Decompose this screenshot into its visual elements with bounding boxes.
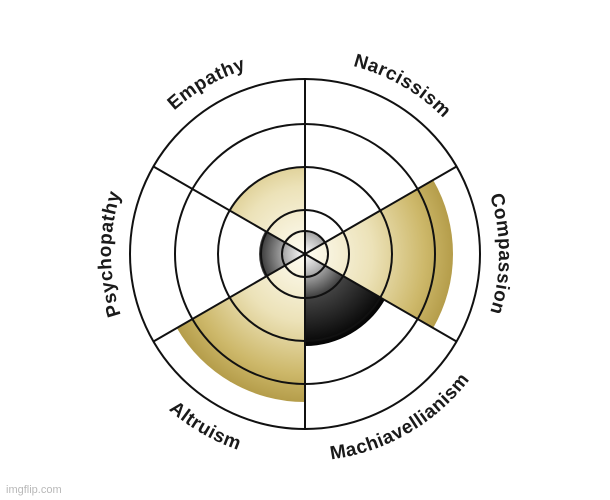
watermark: imgflip.com (6, 484, 62, 496)
divider-line-3 (152, 165, 458, 343)
axis-label-altruism: Altruism (165, 397, 244, 454)
axis-label-empathy: Empathy (164, 54, 248, 115)
sector-fills (176, 167, 453, 403)
axis-label-psychopathy: Psychopathy (95, 188, 126, 319)
axis-label-compassion: Compassion (485, 191, 515, 317)
sector-dividers (152, 79, 458, 429)
sector-fill-altruism (176, 254, 305, 403)
sector-fill-machiavellianism (305, 254, 385, 346)
axis-label-machiavellianism: Machiavellianism (328, 369, 473, 464)
axis-label-narcissism: Narcissism (351, 51, 455, 123)
sector-fill-compassion (305, 180, 453, 328)
